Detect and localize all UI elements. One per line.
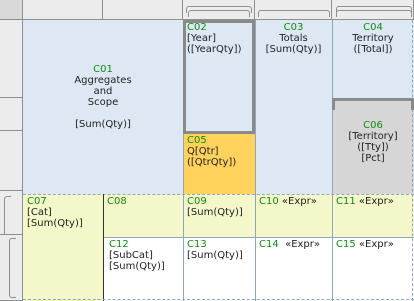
expression-placeholder: «Expr» [358, 239, 394, 250]
cell-id-label: C10 [259, 196, 279, 207]
cell-text-line: [SubCat] [109, 250, 153, 261]
cell-c15[interactable]: C15 «Expr» [332, 237, 414, 301]
cell-text-line: [Sum(Qty)] [27, 218, 83, 229]
cell-id-label: C03 [283, 22, 304, 33]
cell-c08[interactable]: C08 [103, 194, 183, 237]
cell-id-label: C01 [93, 64, 113, 75]
expression-placeholder: «Expr» [281, 196, 317, 207]
group-boundary-bar [252, 20, 255, 133]
cell-c06[interactable]: C06 [Territory] ([Tty]) [Pct] [332, 100, 414, 194]
group-boundary-bar [183, 20, 186, 133]
cell-text-line: Totals [279, 33, 308, 44]
cell-c07[interactable]: C07 [Cat] [Sum(Qty)] [23, 194, 103, 301]
row-handle-4[interactable] [0, 191, 23, 235]
group-boundary-bar [332, 98, 335, 110]
gridline [332, 20, 333, 301]
row-handle-3[interactable] [0, 131, 23, 191]
cell-c12[interactable]: C12 [SubCat] [Sum(Qty)] [103, 237, 183, 301]
cell-text-line: Scope [87, 97, 119, 108]
column-handle-1[interactable] [23, 0, 103, 20]
row-group-bracket[interactable] [9, 238, 16, 298]
cell-c10[interactable]: C10 «Expr» [255, 194, 332, 237]
group-boundary-bar [183, 20, 255, 23]
cell-id-label: C11 [336, 196, 356, 207]
cell-c04[interactable]: C04 Territory ([Total]) [332, 20, 414, 100]
cell-id-label: C04 [363, 22, 383, 33]
cell-text-line: [Sum(Qty)] [265, 44, 322, 55]
gridline [103, 194, 104, 301]
cell-c03[interactable]: C03 Totals [Sum(Qty)] [255, 20, 332, 194]
cell-c02[interactable]: C02 [Year] ([YearQty]) [183, 20, 255, 133]
cell-text-line: [Sum(Qty)] [109, 261, 165, 272]
cell-id-label: C02 [187, 22, 207, 33]
cell-text-line: [Sum(Qty)] [187, 207, 243, 218]
cell-id-label: C12 [109, 239, 129, 250]
group-boundary-bar [332, 98, 414, 101]
tablix-corner-handle[interactable] [0, 0, 23, 20]
cell-id-label: C09 [187, 196, 207, 207]
cell-text-line: [Year] [187, 33, 216, 44]
cell-c13[interactable]: C13 [Sum(Qty)] [183, 237, 255, 301]
cell-text-line: ([QtrQty]) [187, 157, 237, 168]
cell-text-line: ([Tty]) [357, 142, 389, 153]
cell-text-line: Territory [352, 33, 394, 44]
cell-id-label: C07 [27, 196, 47, 207]
cell-text-line: ([Total]) [353, 44, 393, 55]
expression-placeholder: «Expr» [285, 239, 321, 250]
cell-text-line: [Cat] [27, 207, 52, 218]
column-group-bracket[interactable] [188, 10, 250, 17]
cell-text-line: [Pct] [361, 153, 385, 164]
cell-c14[interactable]: C14 «Expr» [255, 237, 332, 301]
cell-text-line: and [93, 86, 113, 97]
cell-c01[interactable]: C01 Aggregates and Scope [Sum(Qty)] [23, 20, 183, 194]
cell-text-line: [Territory] [348, 131, 398, 142]
cell-id-label: C15 [336, 239, 356, 250]
row-handle-1[interactable] [0, 20, 23, 98]
cell-c11[interactable]: C11 «Expr» [332, 194, 414, 237]
cell-c09[interactable]: C09 [Sum(Qty)] [183, 194, 255, 237]
gridline [103, 237, 414, 238]
column-group-bracket[interactable] [258, 10, 330, 17]
cell-id-label: C13 [187, 239, 207, 250]
gridline [23, 194, 414, 195]
cell-text-line: [Sum(Qty)] [187, 250, 243, 261]
gridline [412, 20, 413, 301]
row-handle-2[interactable] [0, 98, 23, 131]
cell-text-line: ([YearQty]) [187, 44, 242, 55]
gridline [23, 299, 414, 300]
cell-text-line: [Sum(Qty)] [75, 119, 131, 130]
cell-id-label: C14 [259, 239, 279, 250]
gridline [255, 20, 256, 301]
cell-id-label: C08 [107, 196, 127, 207]
cell-id-label: C05 [187, 135, 207, 146]
cell-text-line: Q[Qtr] [187, 146, 219, 157]
cell-c05[interactable]: C05 Q[Qtr] ([QtrQty]) [183, 133, 255, 194]
column-group-bracket[interactable] [336, 6, 412, 13]
column-group-bracket[interactable] [336, 10, 412, 17]
column-group-bracket[interactable] [186, 6, 252, 13]
gridline [183, 20, 184, 301]
expression-placeholder: «Expr» [358, 196, 394, 207]
group-boundary-bar [183, 131, 255, 134]
group-boundary-bar [411, 98, 414, 110]
cell-text-line [27, 108, 179, 119]
cell-id-label: C06 [363, 120, 383, 131]
cell-text-line: Aggregates [74, 75, 132, 86]
column-handle-2[interactable] [103, 0, 183, 20]
